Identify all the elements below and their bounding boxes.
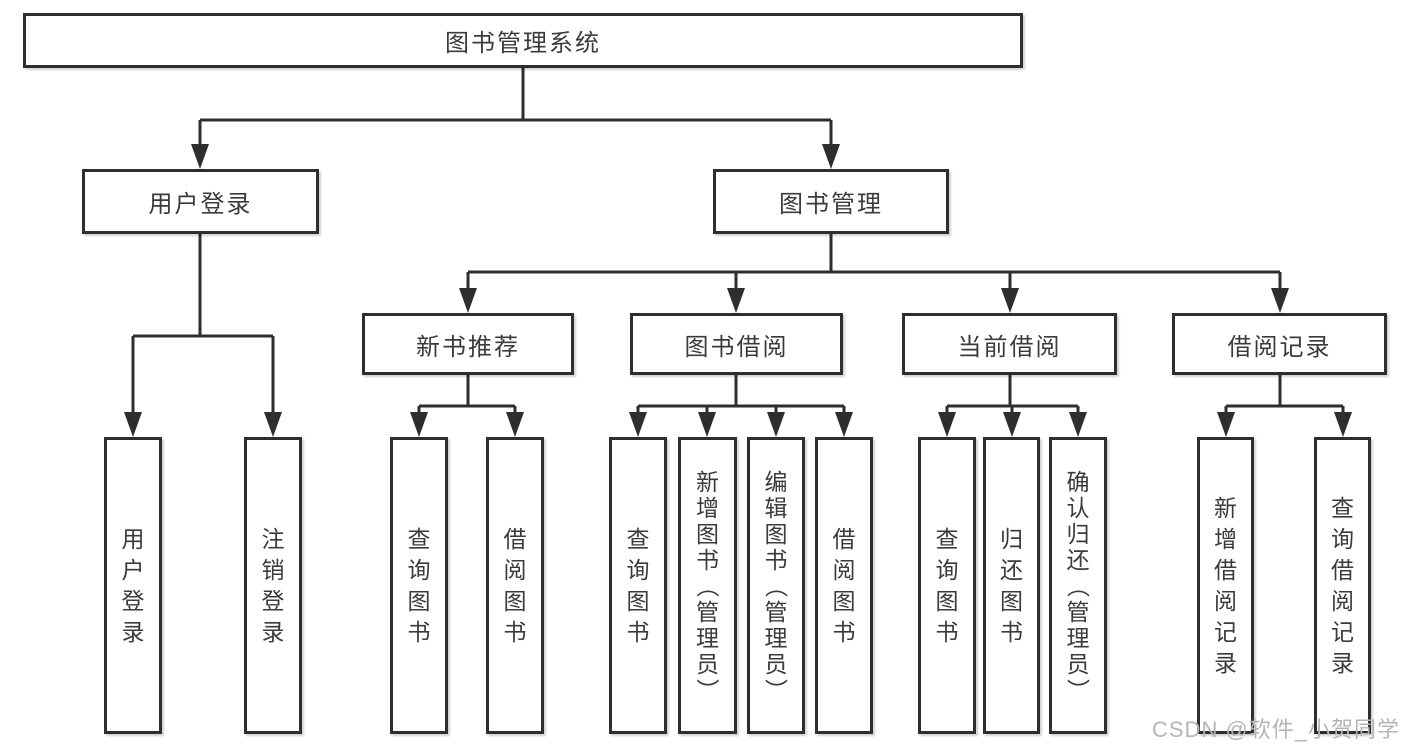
node-leaf-query-borrow-record: 查询借阅记录 xyxy=(1314,437,1371,734)
node-book-borrowing: 图书借阅 xyxy=(630,313,843,375)
arrowhead-icon xyxy=(1271,288,1289,313)
arrowhead-icon xyxy=(1069,412,1087,437)
arrowhead-icon xyxy=(124,412,142,437)
node-leaf-add-borrow-record: 新增借阅记录 xyxy=(1197,437,1254,734)
node-leaf-logout: 注销登录 xyxy=(244,437,302,734)
node-leaf-borrow-books: 借阅图书 xyxy=(815,437,873,734)
node-book-management: 图书管理 xyxy=(713,169,949,234)
node-borrow-records: 借阅记录 xyxy=(1172,313,1387,375)
arrowhead-icon xyxy=(835,412,853,437)
node-leaf-query-books-current: 查询图书 xyxy=(918,437,976,734)
arrowhead-icon xyxy=(1003,412,1021,437)
node-current-borrowing: 当前借阅 xyxy=(902,313,1117,375)
arrowhead-icon xyxy=(1217,412,1235,437)
arrowhead-icon xyxy=(410,412,428,437)
node-new-book-recommend: 新书推荐 xyxy=(362,313,574,375)
node-leaf-confirm-return-admin: 确认归还（管理员） xyxy=(1049,437,1107,734)
arrowhead-icon xyxy=(727,288,745,313)
node-leaf-borrow-books-recommend: 借阅图书 xyxy=(486,437,544,734)
node-library-management-system: 图书管理系统 xyxy=(23,13,1023,68)
arrowhead-icon xyxy=(459,288,477,313)
node-leaf-user-login: 用户登录 xyxy=(104,437,162,734)
arrowhead-icon xyxy=(938,412,956,437)
arrowhead-icon xyxy=(506,412,524,437)
arrowhead-icon xyxy=(698,412,716,437)
arrowhead-icon xyxy=(767,412,785,437)
arrowhead-icon xyxy=(1001,288,1019,313)
node-user-login: 用户登录 xyxy=(82,169,319,234)
node-leaf-return-books: 归还图书 xyxy=(983,437,1040,734)
arrowhead-icon xyxy=(264,412,282,437)
node-leaf-edit-books-admin: 编辑图书（管理员） xyxy=(747,437,805,734)
arrowhead-icon xyxy=(629,412,647,437)
csdn-watermark: CSDN @软件_小贺同学 xyxy=(1152,717,1401,742)
arrowhead-icon xyxy=(191,144,209,169)
node-leaf-add-books-admin: 新增图书（管理员） xyxy=(678,437,737,734)
node-leaf-query-books-recommend: 查询图书 xyxy=(390,437,448,734)
node-leaf-query-books-borrowing: 查询图书 xyxy=(609,437,667,734)
arrowhead-icon xyxy=(1334,412,1352,437)
arrowhead-icon xyxy=(822,144,840,169)
arrowheads xyxy=(124,144,1352,437)
